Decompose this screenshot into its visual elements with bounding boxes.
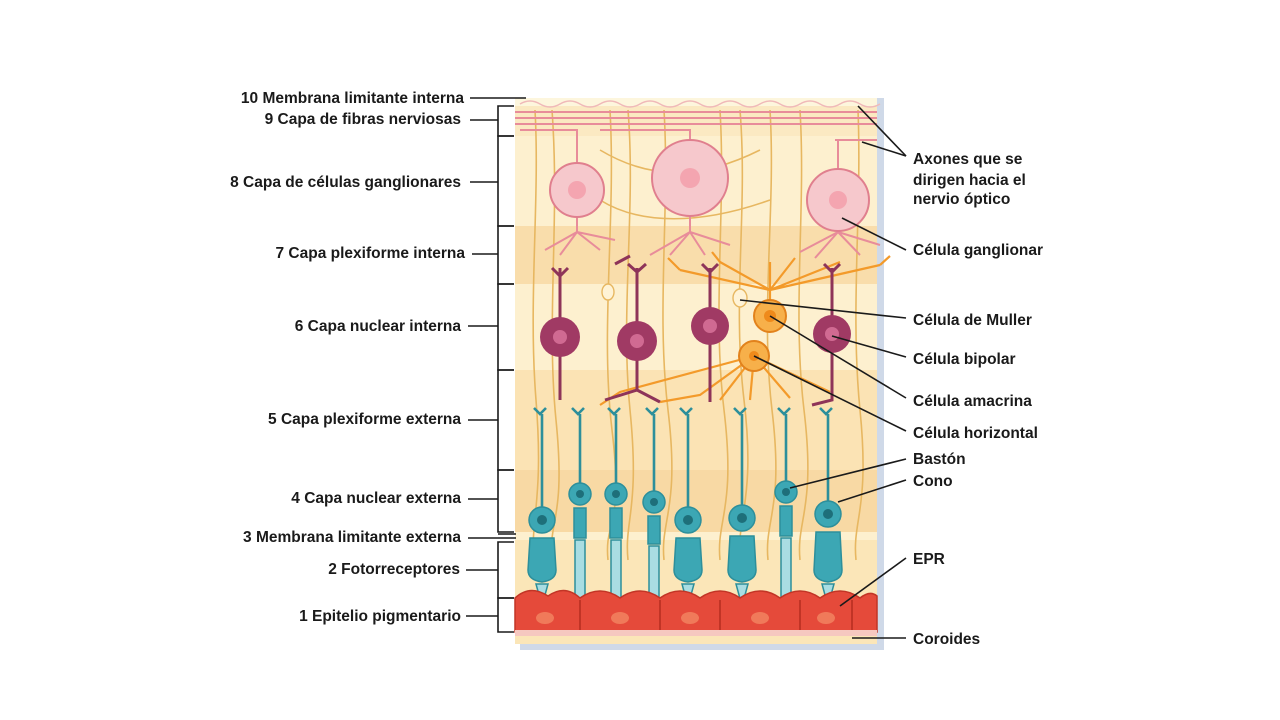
band-olm	[515, 532, 877, 540]
right-leader-lines	[739, 105, 907, 639]
layer-label-6: 6 Capa nuclear interna	[295, 318, 462, 335]
layer-label-9: 9 Capa de fibras nerviosas	[265, 111, 461, 128]
ilm-ripple	[519, 100, 881, 108]
layer-label-10: 10 Membrana limitante interna	[241, 90, 464, 107]
muller-cell	[601, 283, 748, 308]
bipolar-cells	[540, 254, 851, 407]
muller-cell-label: Célula de Muller	[913, 312, 1032, 329]
layer-label-2: 2 Fotorreceptores	[328, 561, 460, 578]
layer-label-8: 8 Capa de células ganglionares	[230, 174, 461, 191]
nerve-fiber-axons	[515, 111, 877, 180]
axons-label-line-1: Axones que se	[913, 151, 1023, 168]
bipolar-cell-label: Célula bipolar	[913, 351, 1016, 368]
layer-brackets	[466, 97, 526, 633]
left-labels: 10 Membrana limitante interna 9 Capa de …	[230, 90, 465, 625]
axons-label-line-3: nervio óptico	[913, 191, 1010, 208]
axons-label-line-2: dirigen hacia el	[913, 172, 1026, 189]
band-outer-plexiform	[515, 370, 877, 470]
layer-label-1: 1 Epitelio pigmentario	[299, 608, 461, 625]
layer-label-3: 3 Membrana limitante externa	[243, 529, 461, 546]
retina-tissue	[514, 98, 891, 650]
cone-label: Cono	[913, 473, 953, 490]
layer-label-5: 5 Capa plexiforme externa	[268, 411, 461, 428]
rpe-label: EPR	[913, 551, 945, 568]
pigment-epithelium	[514, 589, 878, 636]
band-nerve-fibers	[515, 106, 877, 136]
amacrine-cell-label: Célula amacrina	[913, 393, 1032, 410]
layer-label-4: 4 Capa nuclear externa	[291, 490, 461, 507]
ganglion-cell-label: Célula ganglionar	[913, 242, 1043, 259]
ganglion-cells	[544, 139, 881, 259]
right-labels: Axones que se dirigen hacia el nervio óp…	[913, 151, 1043, 648]
choroid-label: Coroides	[913, 631, 980, 648]
rod-label: Bastón	[913, 451, 966, 468]
layer-label-7: 7 Capa plexiforme interna	[275, 245, 465, 262]
horizontal-cell-label: Célula horizontal	[913, 425, 1038, 442]
